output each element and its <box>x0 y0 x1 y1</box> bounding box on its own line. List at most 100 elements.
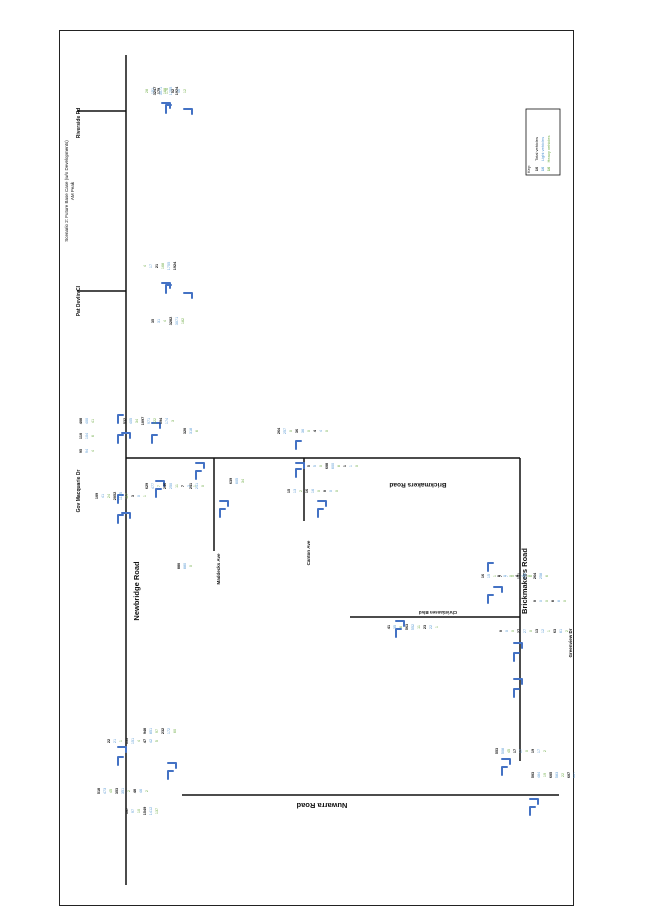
volume-value: 27 <box>517 629 521 633</box>
volume-value: 880 <box>183 563 187 569</box>
volume-value: 583 <box>555 772 559 778</box>
volume-value: 22 <box>429 625 433 629</box>
canton-ave-label: Canton Ave <box>306 540 311 565</box>
volume-value: 8 <box>557 600 561 602</box>
volume-value: 508 <box>501 748 505 754</box>
volume-value: 0 <box>539 600 543 602</box>
volume-value: 0 <box>527 575 531 577</box>
volume-value: 194 <box>159 417 163 424</box>
volume-value: 1549 <box>143 807 147 815</box>
key-label: Total vehicles <box>534 137 539 161</box>
key-label: Heavy vehicles <box>546 136 551 163</box>
volume-value: 607 <box>567 772 571 778</box>
turn-arrow-icon <box>195 462 205 469</box>
volume-value: 94 <box>85 449 89 453</box>
volume-value: 1755 <box>169 87 173 95</box>
volume-value: 2 <box>127 790 131 792</box>
volume-value: 16 <box>305 489 309 493</box>
volume-value: 2 <box>299 490 303 492</box>
volume-value: 1755 <box>167 262 171 270</box>
volume-value: 264 <box>533 572 537 579</box>
turn-arrow-icon <box>117 756 124 766</box>
volume-value: 0 <box>329 490 333 492</box>
volume-value: 4 <box>163 320 167 322</box>
volume-value: 109 <box>95 493 99 499</box>
volume-value: 0 <box>499 630 503 632</box>
volume-value: 257 <box>283 428 287 434</box>
volume-value: 11 <box>175 484 179 488</box>
volume-value: 1 <box>435 626 439 628</box>
turn-arrow-icon <box>295 440 302 450</box>
volume-value: 6 <box>529 575 533 577</box>
volume-value: 60 <box>173 729 177 733</box>
volume-value: 0 <box>317 490 321 492</box>
volume-value: 35 <box>393 625 397 629</box>
volume-value: 608 <box>325 463 329 469</box>
volume-value: 7 <box>505 575 509 577</box>
key-value: 10 <box>534 166 539 171</box>
turn-arrow-icon <box>487 562 494 572</box>
volume-value: 117 <box>125 493 129 499</box>
volume-value: 17 <box>513 749 517 753</box>
volume-value: 400 <box>85 418 89 424</box>
volume-value: 0 <box>201 485 205 487</box>
diagram-frame: Scenario 2: Future Base Case (w/o Develo… <box>59 30 575 906</box>
volume-value: 61 <box>559 629 563 633</box>
volume-value: 351 <box>121 788 125 794</box>
turn-arrow-icon <box>395 628 402 638</box>
volume-value: 1 <box>143 495 147 497</box>
volume-value: 15 <box>487 574 491 578</box>
volume-value: 258 <box>539 573 543 579</box>
volume-value: 3071 <box>159 87 163 95</box>
christiansen-blvd-label: Christiansen Blvd <box>419 610 458 615</box>
volume-value: 7 <box>181 485 185 487</box>
volume-value: 851 <box>149 728 153 734</box>
turn-arrow-icon <box>513 678 523 685</box>
volume-value: 605 <box>549 772 553 778</box>
volume-value: 1924 <box>173 261 177 270</box>
volume-value: 2 <box>565 630 569 632</box>
turn-arrow-icon <box>183 292 193 299</box>
turn-arrow-icon <box>121 512 131 519</box>
volume-value: 40 <box>177 89 181 93</box>
volume-value: 0 <box>289 430 293 432</box>
volume-value: 1 <box>349 465 353 467</box>
volume-value: 45 <box>109 789 113 793</box>
volume-value: 318 <box>189 428 193 434</box>
volume-value: 5 <box>155 740 159 742</box>
volume-value: 948 <box>143 728 147 734</box>
volume-value: 0 <box>525 750 529 752</box>
volume-value: 1 <box>493 575 497 577</box>
volume-value: 36 <box>301 429 305 433</box>
volume-value: 2 <box>187 485 191 487</box>
volume-value: 3 <box>171 420 175 422</box>
greenview-dr-label: Greenview Dr <box>568 628 573 657</box>
volume-value: 4 <box>313 429 317 432</box>
turn-arrow-icon <box>529 806 536 816</box>
volume-value: 104 <box>85 433 89 439</box>
volume-value: 518 <box>97 788 101 794</box>
turn-arrow-icon <box>117 514 124 524</box>
volume-value: 21 <box>155 264 159 268</box>
volume-value: 182 <box>181 318 185 324</box>
volume-value: 35 <box>151 319 155 323</box>
volume-value: 0 <box>497 575 501 577</box>
volume-value: 172 <box>167 728 171 734</box>
turn-arrow-icon <box>513 652 520 662</box>
volume-value: 0 <box>529 630 533 632</box>
turn-arrow-icon <box>295 462 305 469</box>
volume-value: 4 <box>319 430 323 432</box>
turn-arrow-icon <box>117 434 124 444</box>
volume-value: 6 <box>399 626 403 628</box>
key-title: Key: <box>526 165 531 173</box>
volume-value: 353 <box>115 788 119 794</box>
volume-value: 971 <box>147 418 151 424</box>
turn-arrow-icon <box>487 594 494 604</box>
volume-value: 405 <box>129 418 133 424</box>
volume-value: 19 <box>531 749 535 753</box>
volume-value: 0 <box>505 630 509 632</box>
volume-value: 1 <box>547 630 551 632</box>
volume-value: 7 <box>499 575 503 577</box>
volume-value: 145 <box>523 573 527 579</box>
volume-value: 6 <box>195 430 199 432</box>
